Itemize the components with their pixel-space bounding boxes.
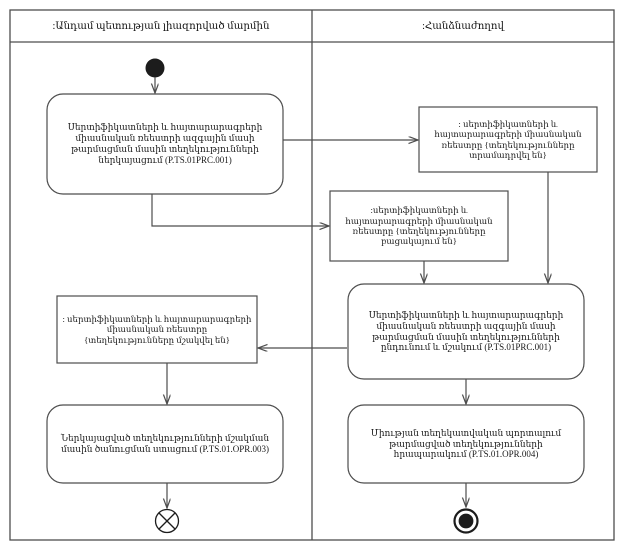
action-publish-updated-information-label: Միության տեղեկատվական պորտալում թարմացվա… [370, 427, 562, 460]
activity-final-node [453, 508, 479, 534]
action-submit-registry-update-shape[interactable] [46, 93, 284, 195]
edge-submit-to-absent [151, 194, 329, 226]
lane-title-commission: :Հանձնաժողով [422, 20, 504, 32]
object-registry-information-processed-shape[interactable] [56, 295, 258, 364]
lane-title-member-state: :Անդամ պետության լիազորված մարմին [52, 20, 270, 32]
flow-final-node [154, 508, 180, 534]
object-registry-information-processed-label: : սերտիֆիկատների և հայտարարագրերի միասնա… [62, 313, 252, 345]
object-registry-information-absent-shape[interactable] [329, 190, 509, 262]
object-registry-information-provided-shape[interactable] [418, 106, 598, 173]
action-submit-registry-update-label: Սերտիֆիկատների և հայտարարագրերի միասնակա… [67, 122, 263, 165]
initial-node [145, 58, 165, 94]
object-registry-information-provided-label: : սերտիֆիկատների և հայտարարագրերի միասնա… [434, 118, 582, 160]
object-registry-information-absent-label: :սերտիֆիկատների և հայտարարագրերի միասնակ… [345, 205, 493, 247]
action-receive-processing-notification-label: Ներկայացված տեղեկությունների մշակման մաս… [60, 433, 270, 454]
action-receive-and-process-label: Սերտիֆիկատների և հայտարարագրերի միասնակա… [368, 309, 564, 353]
